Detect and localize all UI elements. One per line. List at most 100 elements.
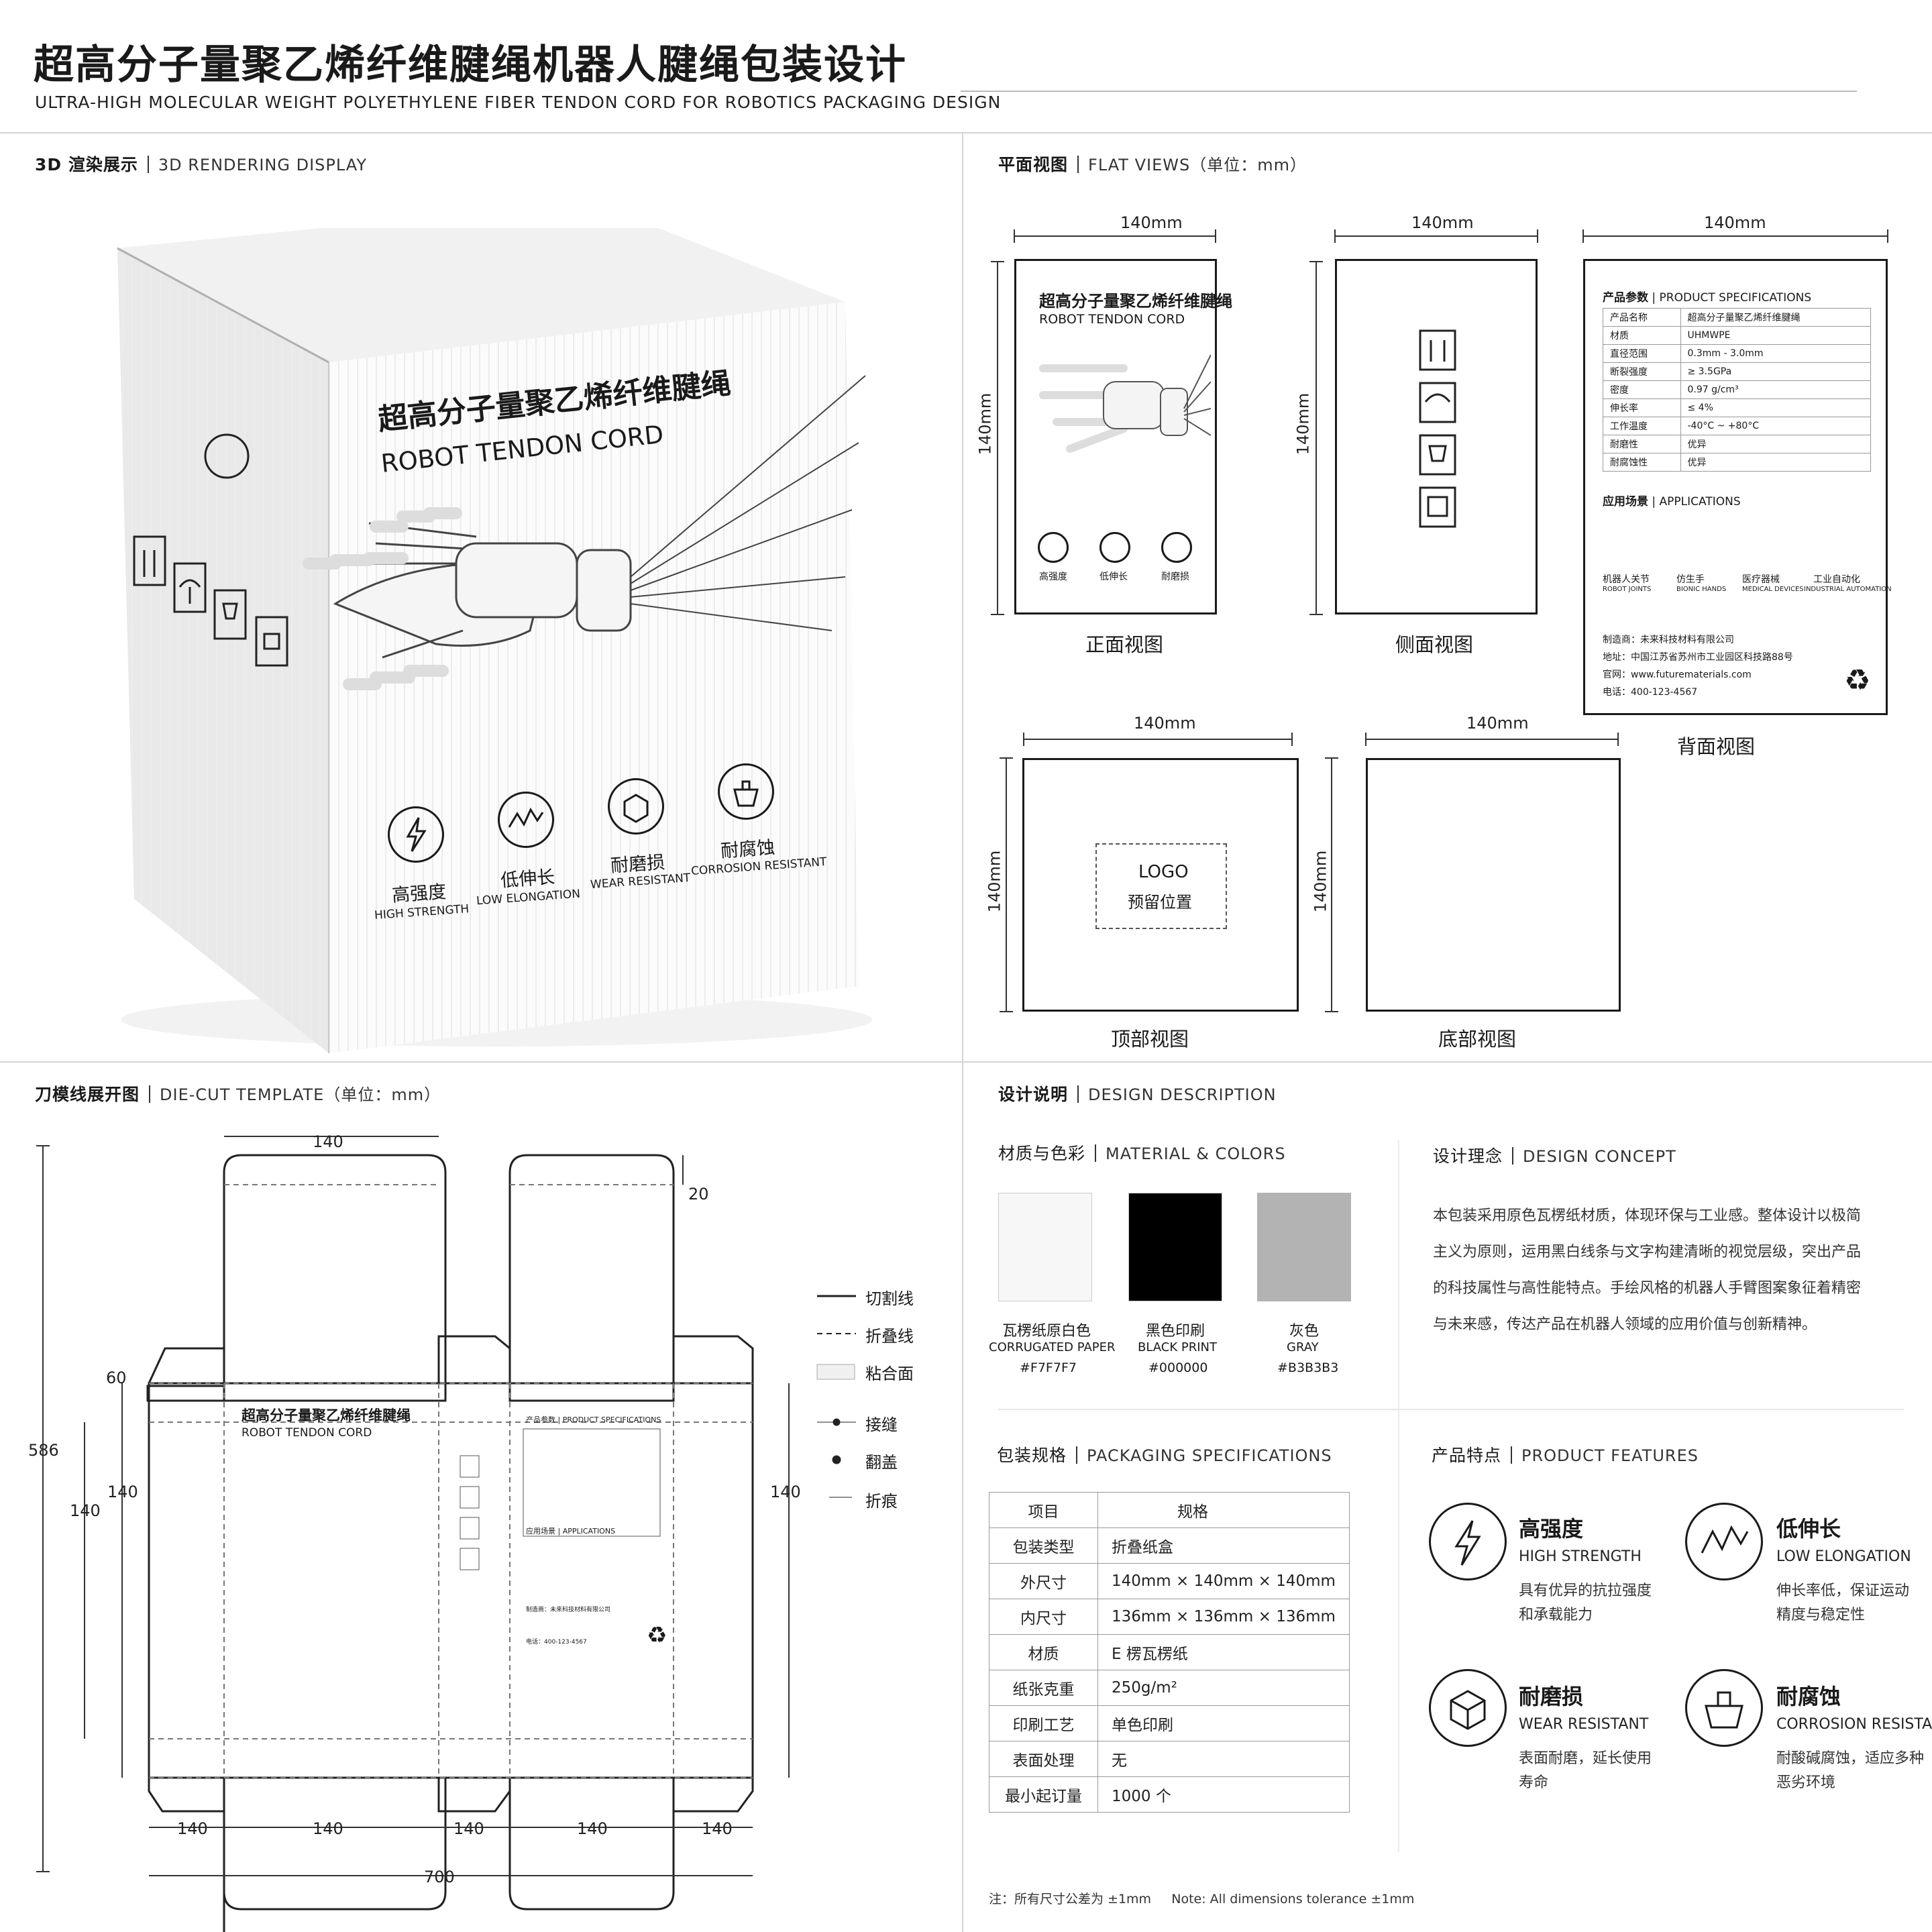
spec-row: 断裂强度≥ 3.5GPa [1603,362,1871,381]
diecut-w2: 140 [313,1819,343,1838]
legend-seam: 接缝 [865,1415,898,1434]
back-maker: 制造商：未来科技材料有限公司 [1603,635,1734,645]
spec-row: 耐磨性优异 [1603,435,1871,453]
swatch-corrugated [998,1193,1092,1301]
top-width-dim: 140mm [1134,714,1196,733]
page-title: 超高分子量聚乙烯纤维腱绳机器人腱绳包装设计 [34,42,907,89]
box-feature-3-cn: 耐磨损 [610,852,666,877]
top-height-dim: 140mm [985,850,1004,913]
diecut-template [36,1136,856,1932]
diecut-w5: 140 [702,1819,733,1838]
packaging-row: 印刷工艺单色印刷 [989,1705,1350,1741]
feature-2-title: 低伸长 [1776,1516,1841,1542]
logo-text: LOGO [1138,862,1189,882]
diecut-w1: 140 [177,1819,208,1838]
feature-3-en: WEAR RESISTANT [1519,1716,1649,1733]
diecut-total-height-dim: 586 [28,1441,59,1460]
side-width-dim: 140mm [1411,213,1474,232]
swatch-black [1128,1193,1222,1301]
diecut-w4: 140 [577,1819,608,1838]
diecut-front-subtitle: ROBOT TENDON CORD [241,1426,372,1440]
packaging-row: 包装类型折叠纸盒 [989,1527,1350,1564]
side-view-caption: 侧面视图 [1395,633,1474,656]
back-width-dim: 140mm [1704,213,1766,232]
legend-cut-line: 切割线 [865,1289,914,1308]
diecut-recycle-icon: ♻ [647,1622,667,1649]
logo-reserved-text: 预留位置 [1128,893,1192,912]
feature-1-desc-2: 和承载能力 [1519,1607,1593,1623]
diecut-height-140b: 140 [107,1483,138,1501]
back-address: 地址：中国江苏省苏州市工业园区科技路88号 [1603,652,1793,663]
diecut-front-title: 超高分子量聚乙烯纤维腱绳 [241,1407,411,1424]
feature-2-desc-2: 精度与稳定性 [1776,1607,1866,1623]
section-divider-top [0,132,1932,133]
packaging-header-row: 项目规格 [989,1492,1350,1528]
app-bionic-hands: 仿生手 [1676,574,1705,585]
box-feature-1-cn: 高强度 [391,881,447,906]
legend-crease: 折痕 [865,1492,898,1511]
back-app-heading: 应用场景 | APPLICATIONS [1603,495,1741,508]
page-subtitle: ULTRA-HIGH MOLECULAR WEIGHT POLYETHYLENE… [35,93,1002,112]
swatch-1-en: CORRUGATED PAPER [989,1340,1116,1354]
diecut-height-140c: 140 [770,1483,801,1501]
swatch-3-hex: #B3B3B3 [1277,1360,1339,1375]
legend-flap: 翻盖 [865,1453,898,1472]
diecut-top-dim: 140 [313,1132,343,1151]
diecut-maker: 制造商：未来科技材料有限公司 [526,1607,611,1613]
back-view-caption: 背面视图 [1677,735,1756,758]
feature-2-en: LOW ELONGATION [1776,1548,1911,1565]
front-view-panel: 超高分子量聚乙烯纤维腱绳 ROBOT TENDON CORD 高强度 低伸长 耐… [1014,259,1232,614]
diecut-spec-heading: 产品参数 | PRODUCT SPECIFICATIONS [526,1415,661,1424]
app-medical-devices-en: MEDICAL DEVICES [1742,586,1804,593]
box-feature-2-cn: 低伸长 [500,867,556,892]
legend-glue-area: 粘合面 [865,1364,914,1383]
feature-1-desc-1: 具有优异的抗拉强度 [1519,1582,1652,1599]
spec-row: 产品名称超高分子量聚乙烯纤维腱绳 [1603,308,1871,327]
swatch-1-hex: #F7F7F7 [1020,1360,1077,1375]
front-feature-3: 耐磨损 [1161,572,1189,582]
diecut-height-140a: 140 [70,1501,101,1520]
feature-2-desc-1: 伸长率低，保证运动 [1776,1582,1910,1599]
logo-placeholder [1095,843,1227,929]
feature-3-desc-1: 表面耐磨，延长使用 [1519,1750,1652,1767]
front-feature-2: 低伸长 [1099,572,1128,582]
flat-dimension-lines [991,229,1888,1012]
tolerance-note: 注：所有尺寸公差为 ±1mm Note: All dimensions tole… [989,1892,1415,1907]
spec-row: 伸长率≤ 4% [1603,398,1871,417]
spec-row: 工作温度-40°C ~ +80°C [1603,417,1871,435]
back-website: 官网：www.futurematerials.com [1603,669,1752,680]
swatch-2-cn: 黑色印刷 [1146,1323,1205,1340]
front-panel-subtitle: ROBOT TENDON CORD [1039,312,1185,327]
diecut-w3: 140 [453,1819,484,1838]
feature-4-desc-2: 恶劣环境 [1776,1774,1836,1791]
box-3d-render [117,228,872,1053]
concept-line-1: 本包装采用原色瓦楞纸材质，体现环保与工业感。整体设计以极简 [1433,1208,1862,1224]
front-width-dim: 140mm [1120,213,1183,232]
box-feature-4-cn: 耐腐蚀 [720,837,776,862]
feature-wear-icon [1429,1669,1507,1747]
back-phone: 电话：400-123-4567 [1603,687,1698,698]
concept-line-4: 与未来感，传达产品在机器人领域的应用价值与创新精神。 [1433,1316,1817,1333]
app-industrial: 工业自动化 [1813,574,1860,585]
header-divider [961,91,1857,92]
diecut-app-heading: 应用场景 | APPLICATIONS [526,1527,616,1536]
spec-row: 耐腐蚀性优异 [1603,453,1871,472]
swatch-3-cn: 灰色 [1289,1323,1320,1340]
concept-line-2: 主义为原则，运用黑白线条与文字构建清晰的视觉层级，突出产品 [1433,1244,1862,1260]
diecut-side-60: 60 [106,1368,127,1387]
front-view-caption: 正面视图 [1085,633,1164,656]
box-wear-icon [608,778,664,835]
bottom-height-dim: 140mm [1311,850,1330,913]
diecut-phone: 电话：400-123-4567 [526,1639,587,1646]
top-view-panel: LOGO 预留位置 [1022,758,1299,1012]
